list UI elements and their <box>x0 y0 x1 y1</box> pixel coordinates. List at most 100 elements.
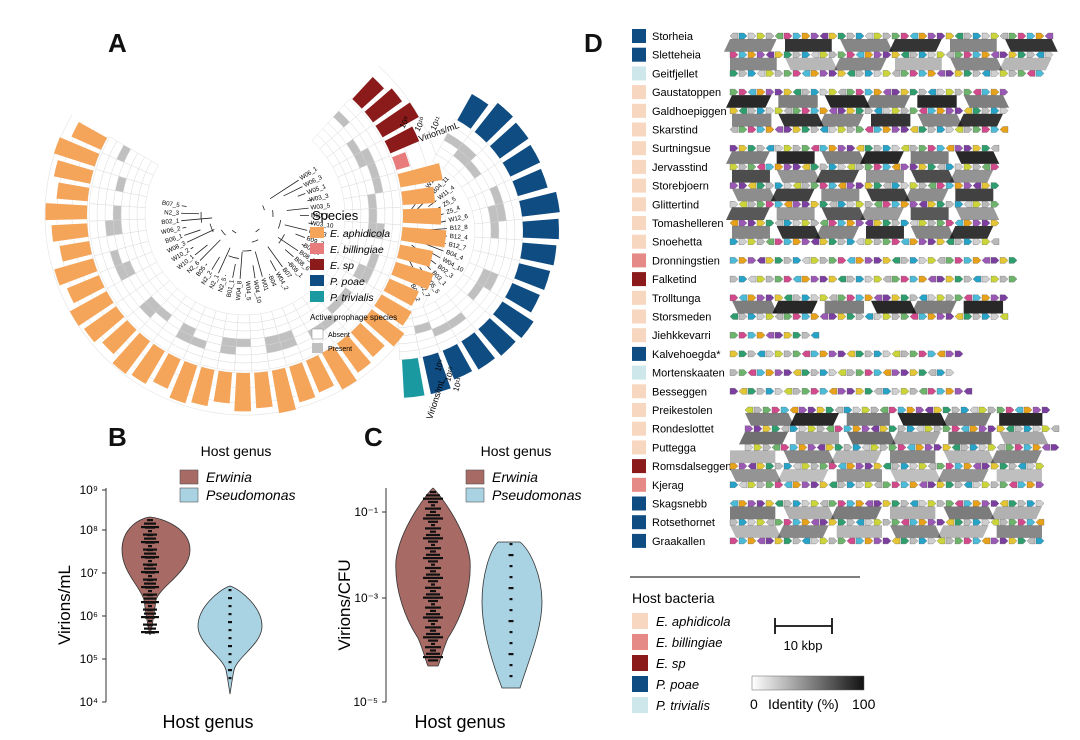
phage-name: Gaustatoppen <box>652 87 721 99</box>
gene-arrow <box>936 107 946 114</box>
gene-arrow <box>972 257 982 264</box>
data-point <box>430 649 436 652</box>
gene-arrow <box>1014 406 1024 414</box>
prophage-cell <box>360 208 370 223</box>
gene-arrow <box>927 519 937 526</box>
data-point <box>147 564 153 567</box>
gene-arrow <box>1035 51 1045 58</box>
phage-name: Besseggen <box>652 386 707 398</box>
gene-arrow <box>756 294 766 301</box>
gene-arrow <box>864 163 874 171</box>
gene-arrow <box>729 275 739 283</box>
gene-arrow <box>918 519 928 526</box>
tree-leaf-labels: W06_1W06_3W05_1W03_3W03_5B10_1W03_10B09_… <box>161 165 470 304</box>
gene-arrow <box>1035 537 1045 545</box>
gene-arrow <box>918 201 928 208</box>
synteny-block <box>949 169 994 183</box>
gene-arrow <box>981 145 991 152</box>
gene-arrow <box>987 444 997 451</box>
gene-arrow <box>774 88 784 96</box>
gene-arrow <box>807 425 817 432</box>
gene-arrow <box>909 201 919 208</box>
gene-arrow <box>963 32 973 40</box>
gene-arrow <box>783 537 793 545</box>
gene-arrow <box>1017 537 1027 545</box>
gene-arrow <box>909 462 919 470</box>
data-point <box>144 552 156 555</box>
tree-branch <box>269 260 277 272</box>
gene-arrow <box>792 519 802 526</box>
gene-arrow <box>807 406 817 414</box>
gene-arrow <box>891 238 901 245</box>
gene-arrow <box>945 537 955 545</box>
gene-arrow <box>972 275 982 283</box>
data-point <box>428 540 438 543</box>
host-swatch <box>632 253 646 268</box>
data-point <box>425 646 441 649</box>
gene-arrow <box>999 481 1009 488</box>
virion-bar <box>474 102 513 143</box>
gene-arrow <box>828 313 838 320</box>
gene-arrow <box>801 481 811 488</box>
prophage-cell <box>104 204 114 221</box>
data-point <box>144 537 156 540</box>
gene-arrow <box>951 406 961 414</box>
gene-arrow <box>891 219 901 227</box>
gene-arrow <box>819 462 829 470</box>
gene-arrow <box>765 182 775 189</box>
gene-arrow <box>819 519 829 526</box>
gene-arrow <box>873 275 883 283</box>
virion-bar <box>56 182 90 202</box>
gene-arrow <box>936 388 946 395</box>
gene-arrow <box>765 257 775 264</box>
synteny-block <box>890 506 936 520</box>
gene-arrow <box>801 500 811 507</box>
gene-arrow <box>945 182 955 189</box>
gene-arrow <box>963 51 973 58</box>
synteny-block <box>963 95 1010 108</box>
data-point <box>144 522 156 525</box>
gene-arrow <box>774 481 784 488</box>
gene-arrow <box>774 182 784 189</box>
gene-arrow <box>891 51 901 58</box>
phage-name: Surtningsue <box>652 143 711 155</box>
virion-bar <box>384 126 420 154</box>
gene-arrow <box>756 182 766 189</box>
data-point <box>431 524 435 527</box>
gene-arrow <box>846 107 856 114</box>
gene-arrow <box>855 500 865 507</box>
data-point <box>508 587 514 590</box>
synteny-block <box>955 207 1000 220</box>
gene-arrow <box>945 145 955 152</box>
gene-arrow <box>747 500 757 507</box>
gene-arrow <box>1017 70 1027 77</box>
gene-arrow <box>864 182 874 189</box>
prophage-cell <box>112 219 123 236</box>
gene-arrow <box>783 388 793 395</box>
gene-arrow <box>936 145 946 152</box>
gene-arrow <box>819 107 829 114</box>
gene-arrow <box>864 70 874 77</box>
gene-arrow <box>963 163 973 171</box>
gene-arrow <box>846 275 856 283</box>
virion-bar <box>71 122 108 150</box>
legend-label-p-poae: P. poae <box>330 276 365 288</box>
gene-arrow <box>729 219 739 227</box>
phage-name: Storebjoern <box>652 181 709 193</box>
gene-arrow <box>801 88 811 96</box>
gene-arrow <box>783 32 793 40</box>
virion-bar <box>234 372 252 412</box>
gene-arrow <box>882 481 892 488</box>
gene-arrow <box>828 145 838 152</box>
gene-arrow <box>729 537 739 545</box>
gene-arrow <box>924 406 934 414</box>
synteny-block <box>724 39 777 52</box>
gene-arrow <box>978 406 988 414</box>
gene-arrow <box>828 70 838 77</box>
gene-arrow <box>873 537 883 545</box>
host-swatch <box>632 365 646 380</box>
gene-arrow <box>1026 70 1036 77</box>
data-point <box>148 590 152 593</box>
data-point <box>147 624 153 627</box>
gene-arrow <box>798 425 808 432</box>
